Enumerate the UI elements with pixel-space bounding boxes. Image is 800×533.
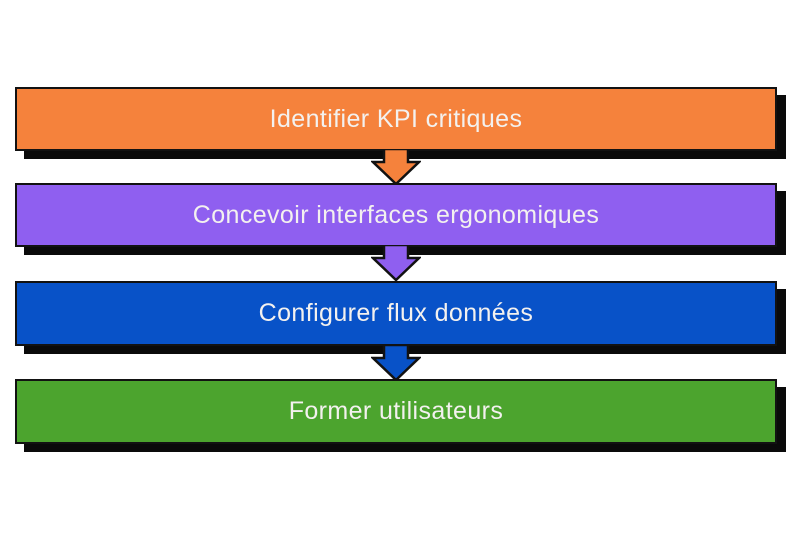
arrow-down-icon bbox=[371, 345, 421, 381]
arrow-down-icon bbox=[371, 245, 421, 281]
flow-step-label: Concevoir interfaces ergonomiques bbox=[192, 200, 600, 229]
arrow-down-icon bbox=[371, 149, 421, 185]
flow-step-label: Former utilisateurs bbox=[288, 397, 504, 425]
flow-step-identifier-kpi: Identifier KPI critiques bbox=[15, 87, 777, 151]
flow-step-configurer-flux: Configurer flux données bbox=[15, 281, 777, 346]
flow-step-concevoir-interfaces: Concevoir interfaces ergonomiques bbox=[15, 183, 777, 247]
flow-step-label: Identifier KPI critiques bbox=[269, 104, 523, 133]
flow-step-former-utilisateurs: Former utilisateurs bbox=[15, 379, 777, 444]
flow-step-label: Configurer flux données bbox=[258, 299, 534, 327]
